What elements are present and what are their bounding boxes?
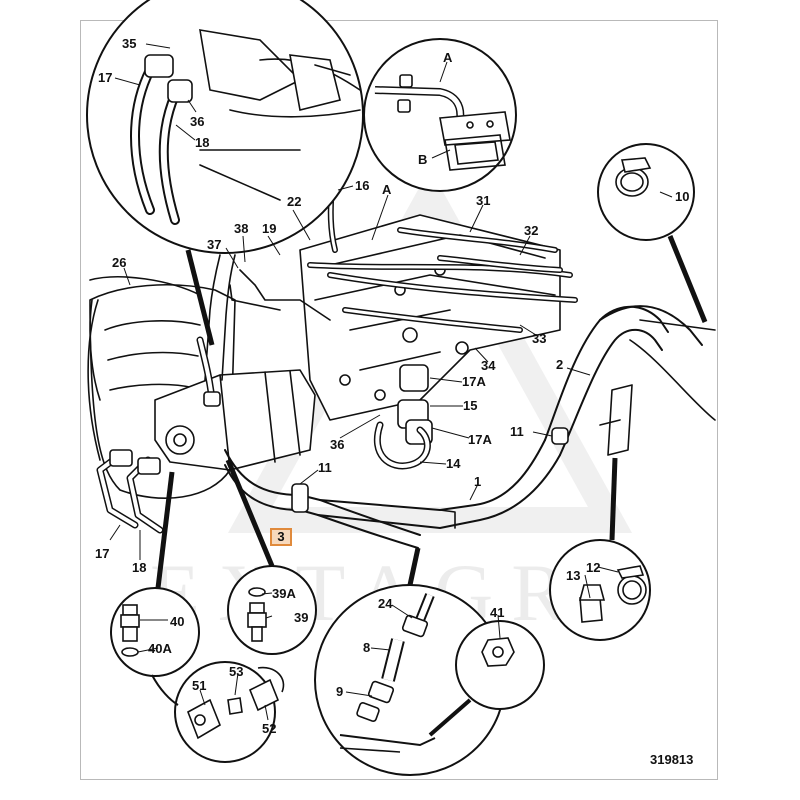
callout-51: 51 bbox=[192, 678, 206, 693]
callout-24: 24 bbox=[378, 596, 393, 611]
callout-1: 1 bbox=[474, 474, 481, 489]
callout-40: 40 bbox=[170, 614, 184, 629]
callout-36-top: 36 bbox=[190, 114, 204, 129]
callout-35: 35 bbox=[122, 36, 136, 51]
callout-38: 38 bbox=[234, 221, 248, 236]
detail-leader-top-left bbox=[185, 249, 215, 346]
callout-a-inset: A bbox=[443, 50, 453, 65]
callout-17-bottom: 17 bbox=[95, 546, 109, 561]
detail-clamp-10 bbox=[597, 143, 708, 323]
callout-36-mid: 36 bbox=[330, 437, 344, 452]
callout-53: 53 bbox=[229, 664, 243, 679]
callout-37: 37 bbox=[207, 237, 221, 252]
highlighted-callout-3: 3 bbox=[270, 528, 292, 546]
callout-a-main: A bbox=[382, 182, 392, 197]
callout-34: 34 bbox=[481, 358, 496, 373]
callout-32: 32 bbox=[524, 223, 538, 238]
callout-17a-upper: 17A bbox=[462, 374, 486, 389]
callout-19: 19 bbox=[262, 221, 276, 236]
callout-18-bottom: 18 bbox=[132, 560, 146, 575]
callout-11-right: 11 bbox=[510, 424, 524, 439]
detail-top-left bbox=[86, 0, 364, 346]
callout-31: 31 bbox=[476, 193, 490, 208]
drawing-frame bbox=[80, 20, 718, 780]
callout-16: 16 bbox=[355, 178, 369, 193]
callout-39: 39 bbox=[294, 610, 308, 625]
callout-10: 10 bbox=[675, 189, 689, 204]
detail-12-13 bbox=[549, 457, 651, 641]
detail-39 bbox=[225, 459, 317, 655]
callout-52: 52 bbox=[262, 721, 276, 736]
detail-inset-ab bbox=[363, 38, 517, 192]
main-assembly bbox=[87, 182, 716, 549]
leader-lines bbox=[109, 43, 673, 721]
callout-17-top: 17 bbox=[98, 70, 112, 85]
transmission-housing bbox=[89, 284, 236, 499]
callout-b-inset: B bbox=[418, 152, 427, 167]
detail-40 bbox=[110, 471, 200, 677]
callout-18-top: 18 bbox=[195, 135, 209, 150]
figure-reference-number: 319813 bbox=[650, 752, 694, 767]
callout-39a: 39A bbox=[272, 586, 296, 601]
callout-2: 2 bbox=[556, 357, 563, 372]
callout-11-mid: 11 bbox=[318, 460, 332, 475]
callout-40a: 40A bbox=[148, 641, 172, 656]
callout-9: 9 bbox=[336, 684, 343, 699]
callout-33: 33 bbox=[532, 331, 546, 346]
detail-24-8-9 bbox=[314, 547, 506, 776]
callout-22: 22 bbox=[287, 194, 301, 209]
detail-41 bbox=[428, 620, 545, 737]
callout-8: 8 bbox=[363, 640, 370, 655]
detail-51-53 bbox=[151, 661, 285, 763]
callout-15: 15 bbox=[463, 398, 477, 413]
hydraulic-pump bbox=[154, 369, 316, 471]
callout-14: 14 bbox=[446, 456, 461, 471]
callout-labels: 35 17 36 18 A B 16 A 22 31 10 38 19 37 3… bbox=[95, 36, 689, 736]
callout-13: 13 bbox=[566, 568, 580, 583]
callout-26: 26 bbox=[112, 255, 126, 270]
callout-12: 12 bbox=[586, 560, 600, 575]
callout-17a-lower: 17A bbox=[468, 432, 492, 447]
callout-41: 41 bbox=[490, 605, 504, 620]
